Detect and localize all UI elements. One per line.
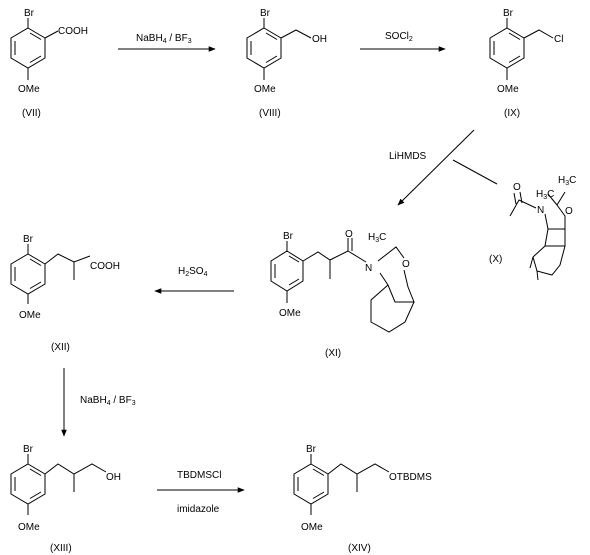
bromo-label: Br <box>260 8 271 19</box>
benzene-ring <box>10 27 46 69</box>
methyl-label-1: H3C <box>536 189 554 201</box>
compound-xi: Br O N O H3C OMe (XI) <box>270 229 415 359</box>
reagent-nabh4-bf3: NaBH4 / BF3 <box>80 395 136 407</box>
compound-ix: Br Cl OMe (IX) <box>489 8 563 119</box>
methoxy-label: OMe <box>301 522 323 533</box>
reagent-branch-line <box>452 159 498 185</box>
reaction-step-4: H2SO4 <box>154 266 234 294</box>
methoxy-label: OMe <box>497 84 519 95</box>
compound-x: O N O H3C H3C (X) <box>489 175 576 281</box>
benzene-ring <box>489 27 525 69</box>
side-chain-bonds <box>27 244 91 304</box>
methyl-label-1: H3C <box>368 232 386 244</box>
nitrogen-label: N <box>365 263 372 274</box>
substituent-bonds <box>27 18 59 80</box>
methyl-label-2: H3C <box>558 175 576 187</box>
compound-id-xii: (XII) <box>51 342 70 353</box>
reaction-step-5: NaBH4 / BF3 <box>61 368 136 437</box>
reaction-step-6: TBDMSCl imidazole <box>157 470 245 515</box>
aromatic-double-bonds <box>14 468 42 499</box>
methoxy-label: OMe <box>18 522 40 533</box>
carbonyl-oxygen-label: O <box>345 229 353 240</box>
bromo-label: Br <box>503 8 514 19</box>
bromo-label: Br <box>24 8 35 19</box>
reagent-lihmds: LiHMDS <box>389 151 427 162</box>
compound-xiv: Br OTBDMS OMe (XIV) <box>293 444 432 554</box>
compound-id-vii: (VII) <box>22 108 41 119</box>
compound-id-xi: (XI) <box>325 348 341 359</box>
methoxy-label: OMe <box>18 84 40 95</box>
oxazolidine-indane-bonds <box>370 246 415 333</box>
carboxyl-label: COOH <box>90 261 120 272</box>
reagent-h2so4: H2SO4 <box>178 266 208 278</box>
methoxy-label: OMe <box>254 84 276 95</box>
reagent-socl2: SOCl2 <box>385 31 413 43</box>
compound-id-viii: (VIII) <box>259 108 281 119</box>
compound-viii: Br OH OMe (VIII) <box>246 8 327 119</box>
benzene-ring <box>246 27 282 69</box>
carbonyl-oxygen-label: O <box>513 182 521 193</box>
benzene-ring <box>270 250 304 292</box>
compound-vii: Br COOH OMe (VII) <box>10 8 88 119</box>
aromatic-double-bonds <box>297 468 325 499</box>
side-chain-bonds <box>27 454 107 515</box>
reaction-step-2: SOCl2 <box>360 31 446 52</box>
benzene-ring <box>10 253 46 295</box>
compound-id-x: (X) <box>489 254 502 265</box>
carbonyl-bond <box>347 238 353 251</box>
gem-dimethyl-bonds <box>547 191 566 206</box>
methoxy-label: OMe <box>279 308 301 319</box>
reagent-nabh4-bf3: NaBH4 / BF3 <box>136 33 192 45</box>
hydroxyl-label: OH <box>312 34 327 45</box>
reaction-step-1: NaBH4 / BF3 <box>118 33 216 52</box>
compound-id-xiv: (XIV) <box>348 543 371 554</box>
bicyclic-skeleton <box>532 204 566 276</box>
aromatic-double-bonds <box>14 32 42 63</box>
compound-xii: Br COOH OMe (XII) <box>10 234 120 353</box>
substituent-bonds <box>263 18 312 80</box>
ring-oxygen-label: O <box>402 259 410 270</box>
fused-benzene-bonds <box>529 256 539 281</box>
benzene-ring <box>293 463 329 505</box>
bromo-label: Br <box>23 234 34 245</box>
reaction-step-3: LiHMDS <box>389 129 498 206</box>
benzene-ring <box>10 463 46 505</box>
carboxyl-label: COOH <box>58 26 88 37</box>
aromatic-double-bonds <box>14 258 42 289</box>
compound-id-xiii: (XIII) <box>50 543 72 554</box>
nitrogen-label: N <box>537 205 544 216</box>
bromo-label: Br <box>283 231 294 242</box>
hydroxyl-label: OH <box>106 472 121 483</box>
substituent-bonds <box>506 18 554 80</box>
reaction-arrow <box>397 129 475 206</box>
ring-oxygen-label: O <box>565 206 573 217</box>
methoxy-label: OMe <box>19 310 41 321</box>
aromatic-double-bonds <box>250 32 278 63</box>
bromo-label: Br <box>306 444 317 455</box>
side-chain-bonds <box>310 454 390 515</box>
compound-id-ix: (IX) <box>504 108 520 119</box>
reagent-tbdmscl: TBDMSCl <box>177 470 221 481</box>
bromo-label: Br <box>23 444 34 455</box>
propionyl-bonds <box>509 191 537 217</box>
chloro-label: Cl <box>554 34 563 45</box>
aromatic-double-bonds <box>274 255 300 286</box>
side-chain-bonds <box>286 241 367 303</box>
compound-xiii: Br OH OMe (XIII) <box>10 444 121 554</box>
reagent-imidazole: imidazole <box>177 504 220 515</box>
otbdms-label: OTBDMS <box>389 472 432 483</box>
aromatic-double-bonds <box>493 32 521 63</box>
